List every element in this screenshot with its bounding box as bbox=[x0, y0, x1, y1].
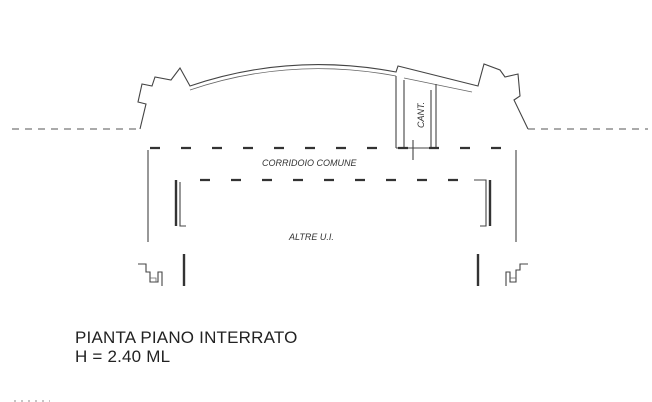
right-inner-wall-return bbox=[474, 179, 487, 227]
left-step-outline bbox=[138, 263, 163, 286]
left-step-inner bbox=[150, 277, 157, 282]
plan-height: H = 2.40 ML bbox=[75, 347, 171, 366]
plan-title: PIANTA PIANO INTERRATO bbox=[75, 328, 298, 347]
other-units-label: ALTRE U.I. bbox=[288, 232, 334, 242]
facade-inner-line bbox=[189, 68, 397, 91]
cellar-room bbox=[395, 76, 437, 149]
facade-inner-line-right bbox=[403, 77, 473, 93]
cellar-label: CANT. bbox=[416, 102, 426, 128]
right-step-outline bbox=[505, 263, 528, 286]
left-inner-wall-return bbox=[179, 182, 186, 227]
facade-outline bbox=[137, 63, 529, 130]
corridor-label: CORRIDOIO COMUNE bbox=[262, 158, 357, 168]
